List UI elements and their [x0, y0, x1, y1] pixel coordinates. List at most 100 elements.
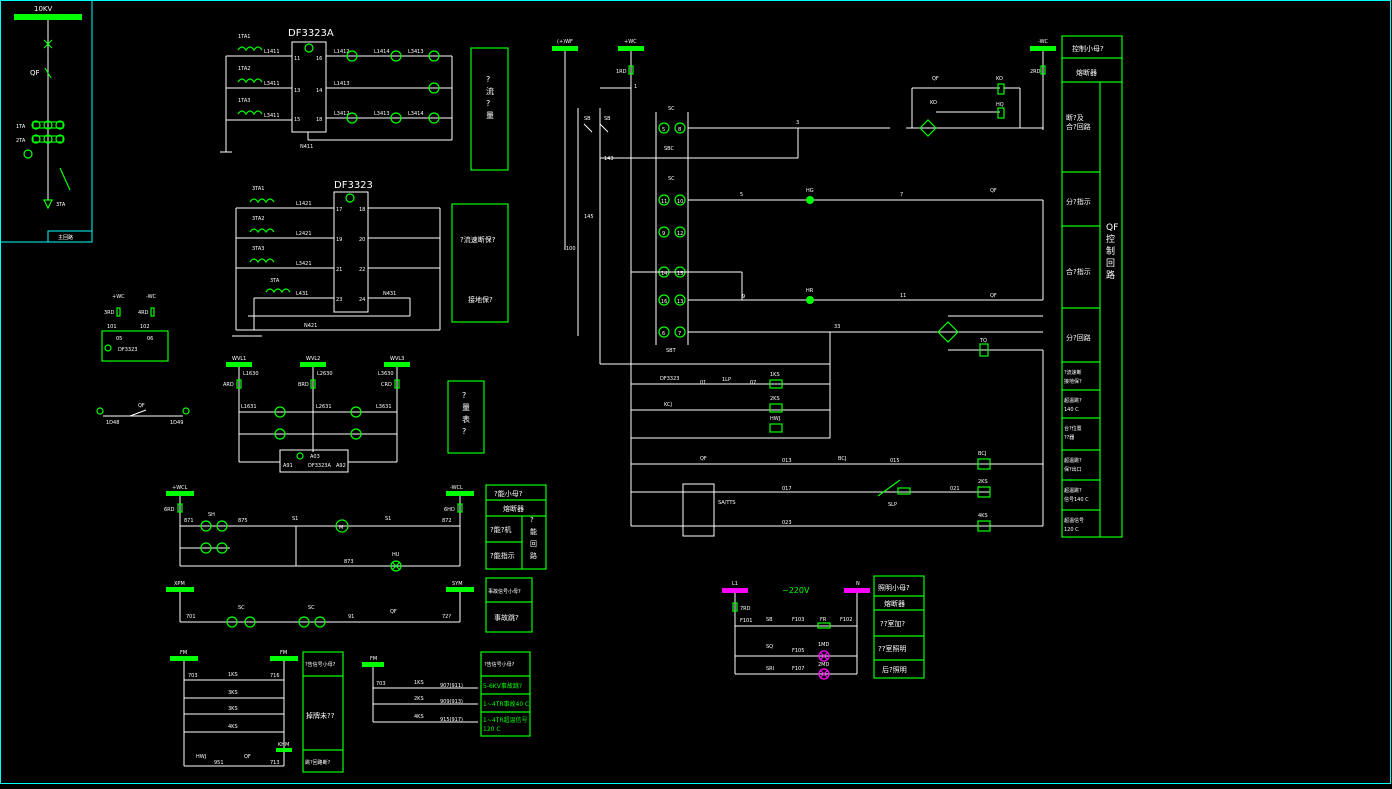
- svg-text:9: 9: [662, 231, 665, 237]
- svg-text:873: 873: [344, 559, 354, 565]
- svg-text:FM: FM: [180, 650, 187, 656]
- svg-text:13: 13: [294, 88, 300, 94]
- svg-text:L1: L1: [732, 581, 738, 587]
- svg-text:L1414: L1414: [374, 49, 390, 55]
- svg-text:3KS: 3KS: [228, 706, 238, 712]
- svg-text:015: 015: [890, 458, 900, 464]
- svg-text:L2421: L2421: [296, 231, 312, 237]
- svg-text:S1: S1: [292, 516, 298, 522]
- svg-text:SC: SC: [238, 605, 245, 611]
- svg-text:3KS: 3KS: [228, 690, 238, 696]
- svg-text:A91: A91: [283, 463, 293, 469]
- svg-text:超温跳?140 C: 超温跳?140 C: [1064, 397, 1082, 413]
- svg-text:SQ: SQ: [766, 644, 773, 650]
- voltage-legend-box: [447, 380, 485, 454]
- svg-text:909(913): 909(913): [440, 699, 463, 705]
- svg-text:16: 16: [661, 299, 667, 305]
- svg-text:1D48: 1D48: [106, 420, 119, 426]
- svg-text:?能指示: ?能指示: [490, 551, 515, 560]
- svg-text:07: 07: [750, 380, 756, 386]
- svg-text:3TA1: 3TA1: [252, 186, 264, 192]
- svg-text:L431: L431: [296, 291, 308, 297]
- svg-text:A03: A03: [310, 454, 320, 460]
- svg-text:KCJ: KCJ: [664, 402, 672, 408]
- df3323-box: [333, 191, 369, 313]
- svg-text:L2630: L2630: [317, 371, 333, 377]
- svg-text:SBT: SBT: [666, 348, 677, 354]
- svg-text:HWJ: HWJ: [770, 416, 780, 422]
- svg-text:S1: S1: [385, 516, 391, 522]
- svg-text:100: 100: [566, 246, 576, 252]
- alarm-circuit: FM FM 703 716 1KS 3KS 3KS 4KS HWJ 951 QF…: [170, 650, 344, 773]
- svg-text:102: 102: [140, 324, 150, 330]
- svg-text:6RD: 6RD: [164, 507, 175, 513]
- svg-text:1TA1: 1TA1: [238, 34, 250, 40]
- main-circuit-caption: 主回路: [58, 234, 73, 241]
- svg-text:1KS: 1KS: [414, 680, 424, 686]
- svg-text:701: 701: [186, 614, 196, 620]
- svg-text:L1630: L1630: [243, 371, 259, 377]
- svg-text:1TA2: 1TA2: [238, 66, 250, 72]
- relay-legend-box: [451, 203, 509, 323]
- svg-text:2KS: 2KS: [770, 396, 780, 402]
- svg-text:+WC: +WC: [112, 294, 125, 300]
- svg-text:F102: F102: [840, 617, 852, 623]
- svg-text:WVL1: WVL1: [232, 356, 246, 362]
- svg-text:熔断器: 熔断器: [1076, 68, 1097, 77]
- svg-text:8: 8: [678, 127, 681, 133]
- svg-text:HWJ: HWJ: [196, 754, 206, 760]
- svg-text:XPM: XPM: [174, 581, 185, 587]
- svg-text:?能回路: ?能回路: [530, 516, 537, 560]
- ct3-label: 3TA: [56, 202, 66, 208]
- svg-text:?量表?: ?量表?: [462, 391, 470, 436]
- svg-text:023: 023: [782, 520, 792, 526]
- ct2-label: 2TA: [16, 138, 26, 144]
- svg-text:L3411: L3411: [264, 81, 280, 87]
- svg-text:4RD: 4RD: [138, 310, 149, 316]
- meter-device-label: DF3323A: [288, 28, 334, 39]
- svg-text:FR: FR: [820, 617, 827, 623]
- svg-text:N: N: [856, 581, 860, 587]
- svg-text:7RD: 7RD: [740, 606, 751, 612]
- sa-tts-box: [682, 483, 715, 537]
- svg-text:WVL3: WVL3: [390, 356, 404, 362]
- svg-text:合?指示: 合?指示: [1066, 267, 1091, 276]
- svg-text:DF3323: DF3323: [334, 180, 373, 191]
- svg-text:06: 06: [147, 336, 153, 342]
- svg-text:12: 12: [677, 231, 683, 237]
- svg-text:1D49: 1D49: [170, 420, 183, 426]
- svg-text:1: 1: [634, 84, 637, 90]
- svg-text:L3421: L3421: [296, 261, 312, 267]
- alarm-legend-box: [302, 651, 344, 773]
- svg-text:91: 91: [348, 614, 354, 620]
- svg-text:1LP: 1LP: [722, 377, 731, 383]
- svg-text:L3413: L3413: [374, 111, 390, 117]
- svg-text:事故信号小母?: 事故信号小母?: [488, 588, 521, 595]
- svg-text:SH: SH: [208, 512, 215, 518]
- svg-text:101: 101: [107, 324, 117, 330]
- svg-text:~220V: ~220V: [782, 586, 810, 595]
- voltage-meter-circuit: WVL1 WVL2 WVL3 ARD BRD CRD L1630 L2630 L…: [223, 356, 485, 473]
- svg-text:2KS: 2KS: [414, 696, 424, 702]
- bus-label: 10KV: [34, 5, 52, 13]
- df3323a-voltage-box: [279, 449, 349, 473]
- svg-text:1MD: 1MD: [818, 642, 829, 648]
- svg-text:跳?回路断?: 跳?回路断?: [305, 759, 331, 766]
- df3323a-box: [291, 41, 327, 133]
- svg-text:14: 14: [661, 271, 667, 277]
- svg-text:A92: A92: [336, 463, 346, 469]
- svg-text:N421: N421: [304, 323, 317, 329]
- svg-text:SC: SC: [308, 605, 315, 611]
- svg-text:HG: HG: [806, 188, 814, 194]
- svg-text:??室照明: ??室照明: [878, 644, 906, 653]
- svg-text:3TA3: 3TA3: [252, 246, 264, 252]
- svg-text:10: 10: [677, 199, 683, 205]
- svg-text:1RD: 1RD: [616, 69, 627, 75]
- svg-text:872: 872: [442, 518, 452, 524]
- svg-text:BCJ: BCJ: [978, 451, 986, 457]
- svg-text:F101: F101: [740, 618, 752, 624]
